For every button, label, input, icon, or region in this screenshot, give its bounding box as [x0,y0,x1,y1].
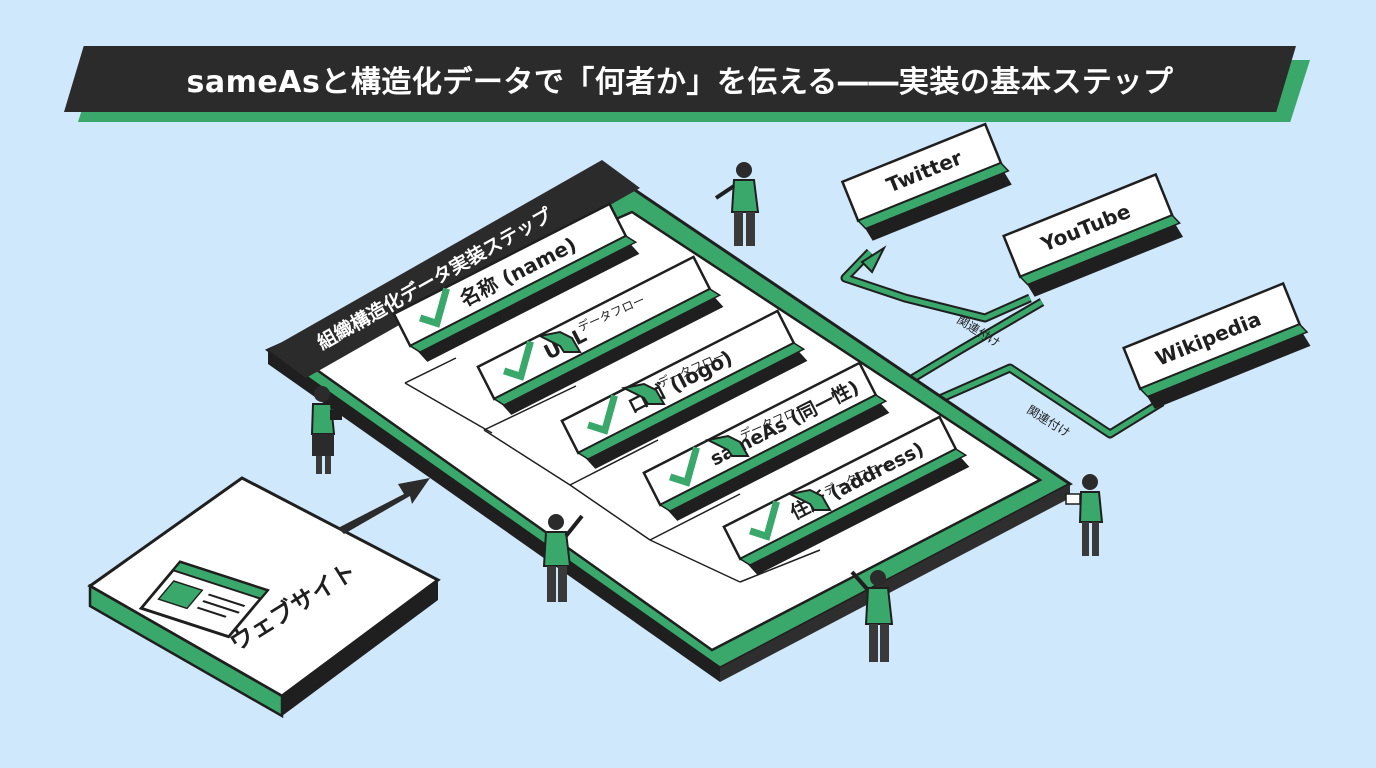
person-left [310,386,342,474]
check-icon [669,446,700,487]
check-icon [503,340,534,381]
step-block-2: URL [476,255,724,415]
check-icon [587,394,618,435]
step-block-1: 名称 (name) [392,202,640,362]
step-block-5: 住所 (address) [722,415,970,575]
step-block-4: sameAs (同一性) [642,361,890,521]
board-header-band [268,160,640,378]
profile-youtube: YouTube [1002,172,1184,297]
profile-wikipedia: Wikipedia [1122,281,1311,409]
person-right [1065,474,1104,556]
page-title: sameAsと構造化データで「何者か」を伝える――実装の基本ステップ [186,65,1174,100]
person-top [714,162,760,246]
website-block: ウェブサイト [87,476,441,719]
check-icon [419,287,450,328]
board-list-lines [404,357,821,583]
check-icon [749,500,780,541]
person-bottom-left [542,514,584,602]
title-bar: sameAsと構造化データで「何者か」を伝える――実装の基本ステップ [64,46,1296,112]
website-arrow [338,478,430,534]
person-bottom [850,570,894,662]
step-block-3: ロゴ (logo) [560,309,808,469]
profile-twitter: Twitter [840,122,1012,241]
browser-window-icon [138,560,270,639]
